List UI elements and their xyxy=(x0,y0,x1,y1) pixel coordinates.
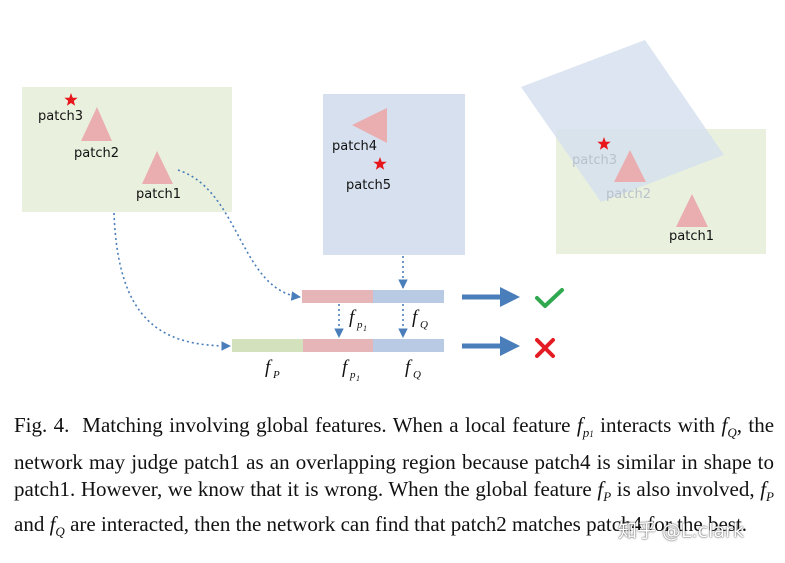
feature-bar-local xyxy=(302,290,444,303)
svg-text:f: f xyxy=(405,357,413,378)
figure-caption: Fig. 4. Matching involving global featur… xyxy=(14,413,775,540)
image-q-panel: patch4 patch5 xyxy=(323,94,465,255)
svg-text:Q: Q xyxy=(413,369,421,381)
svg-text:f: f xyxy=(265,357,273,378)
triangle-icon xyxy=(614,150,646,182)
overlap-illustration: patch3 patch2 patch1 xyxy=(521,40,766,254)
patch5-label: patch5 xyxy=(346,178,391,193)
matching-diagram: patch3 patch2 patch1 patch4 patch5 patch… xyxy=(22,40,766,383)
fp1-label-top: f p 1 xyxy=(349,307,367,333)
fq-label-top: f Q xyxy=(412,307,428,331)
svg-text:Q: Q xyxy=(420,319,428,331)
figure-number: Fig. 4. xyxy=(14,413,70,437)
svg-text:1: 1 xyxy=(356,374,360,383)
dotted-connectors xyxy=(113,169,408,351)
patch1-label: patch1 xyxy=(669,229,714,244)
result-arrows xyxy=(462,287,520,356)
patch1-label: patch1 xyxy=(136,187,181,202)
arrow-patch1-to-fp1 xyxy=(177,169,301,301)
watermark: 知乎 @L.clark xyxy=(618,520,744,542)
triangle-icon xyxy=(81,107,112,141)
triangle-icon xyxy=(352,108,387,143)
patch3-label: patch3 xyxy=(572,153,617,168)
patch3-label: patch3 xyxy=(38,109,83,124)
patch2-label: patch2 xyxy=(606,187,651,202)
triangle-icon xyxy=(676,194,708,227)
fp1-label-bottom: f p 1 xyxy=(342,357,360,383)
svg-text:p: p xyxy=(349,369,356,381)
svg-text:1: 1 xyxy=(363,324,367,333)
svg-text:f: f xyxy=(342,357,350,378)
fp-label-bottom: f P xyxy=(265,357,280,381)
svg-text:f: f xyxy=(412,307,420,328)
triangle-icon xyxy=(142,151,173,184)
feature-bar-global xyxy=(232,339,444,352)
cross-icon xyxy=(535,338,555,358)
patch4-label: patch4 xyxy=(332,139,377,154)
svg-text:p: p xyxy=(356,319,363,331)
patch2-label: patch2 xyxy=(74,146,119,161)
svg-text:P: P xyxy=(272,369,280,381)
check-icon xyxy=(535,288,564,308)
fq-label-bottom: f Q xyxy=(405,357,421,381)
arrow-image-p-to-fp xyxy=(113,212,231,351)
svg-text:f: f xyxy=(349,307,357,328)
image-p-panel: patch3 patch2 patch1 xyxy=(22,87,232,212)
